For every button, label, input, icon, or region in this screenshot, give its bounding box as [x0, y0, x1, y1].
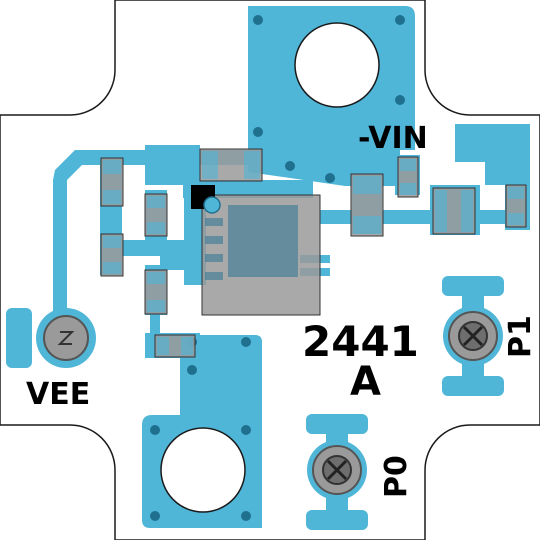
vee-label: VEE [26, 377, 90, 412]
bottom-mounting-hole [160, 427, 246, 513]
p1-screw-icon [448, 311, 498, 361]
p0-screw-icon [312, 445, 362, 495]
vin-label: -VIN [358, 121, 428, 156]
vee-testpoint-icon [43, 315, 89, 361]
p1-pad [442, 276, 504, 296]
part-number-label: 2441 [302, 317, 419, 366]
p0-pad [306, 414, 368, 434]
p1-label: P1 [503, 315, 538, 358]
components [100, 148, 527, 358]
revision-label: A [350, 359, 381, 405]
p0-label: P0 [379, 455, 414, 498]
vee-pad [6, 308, 32, 368]
top-mounting-hole [294, 22, 380, 108]
